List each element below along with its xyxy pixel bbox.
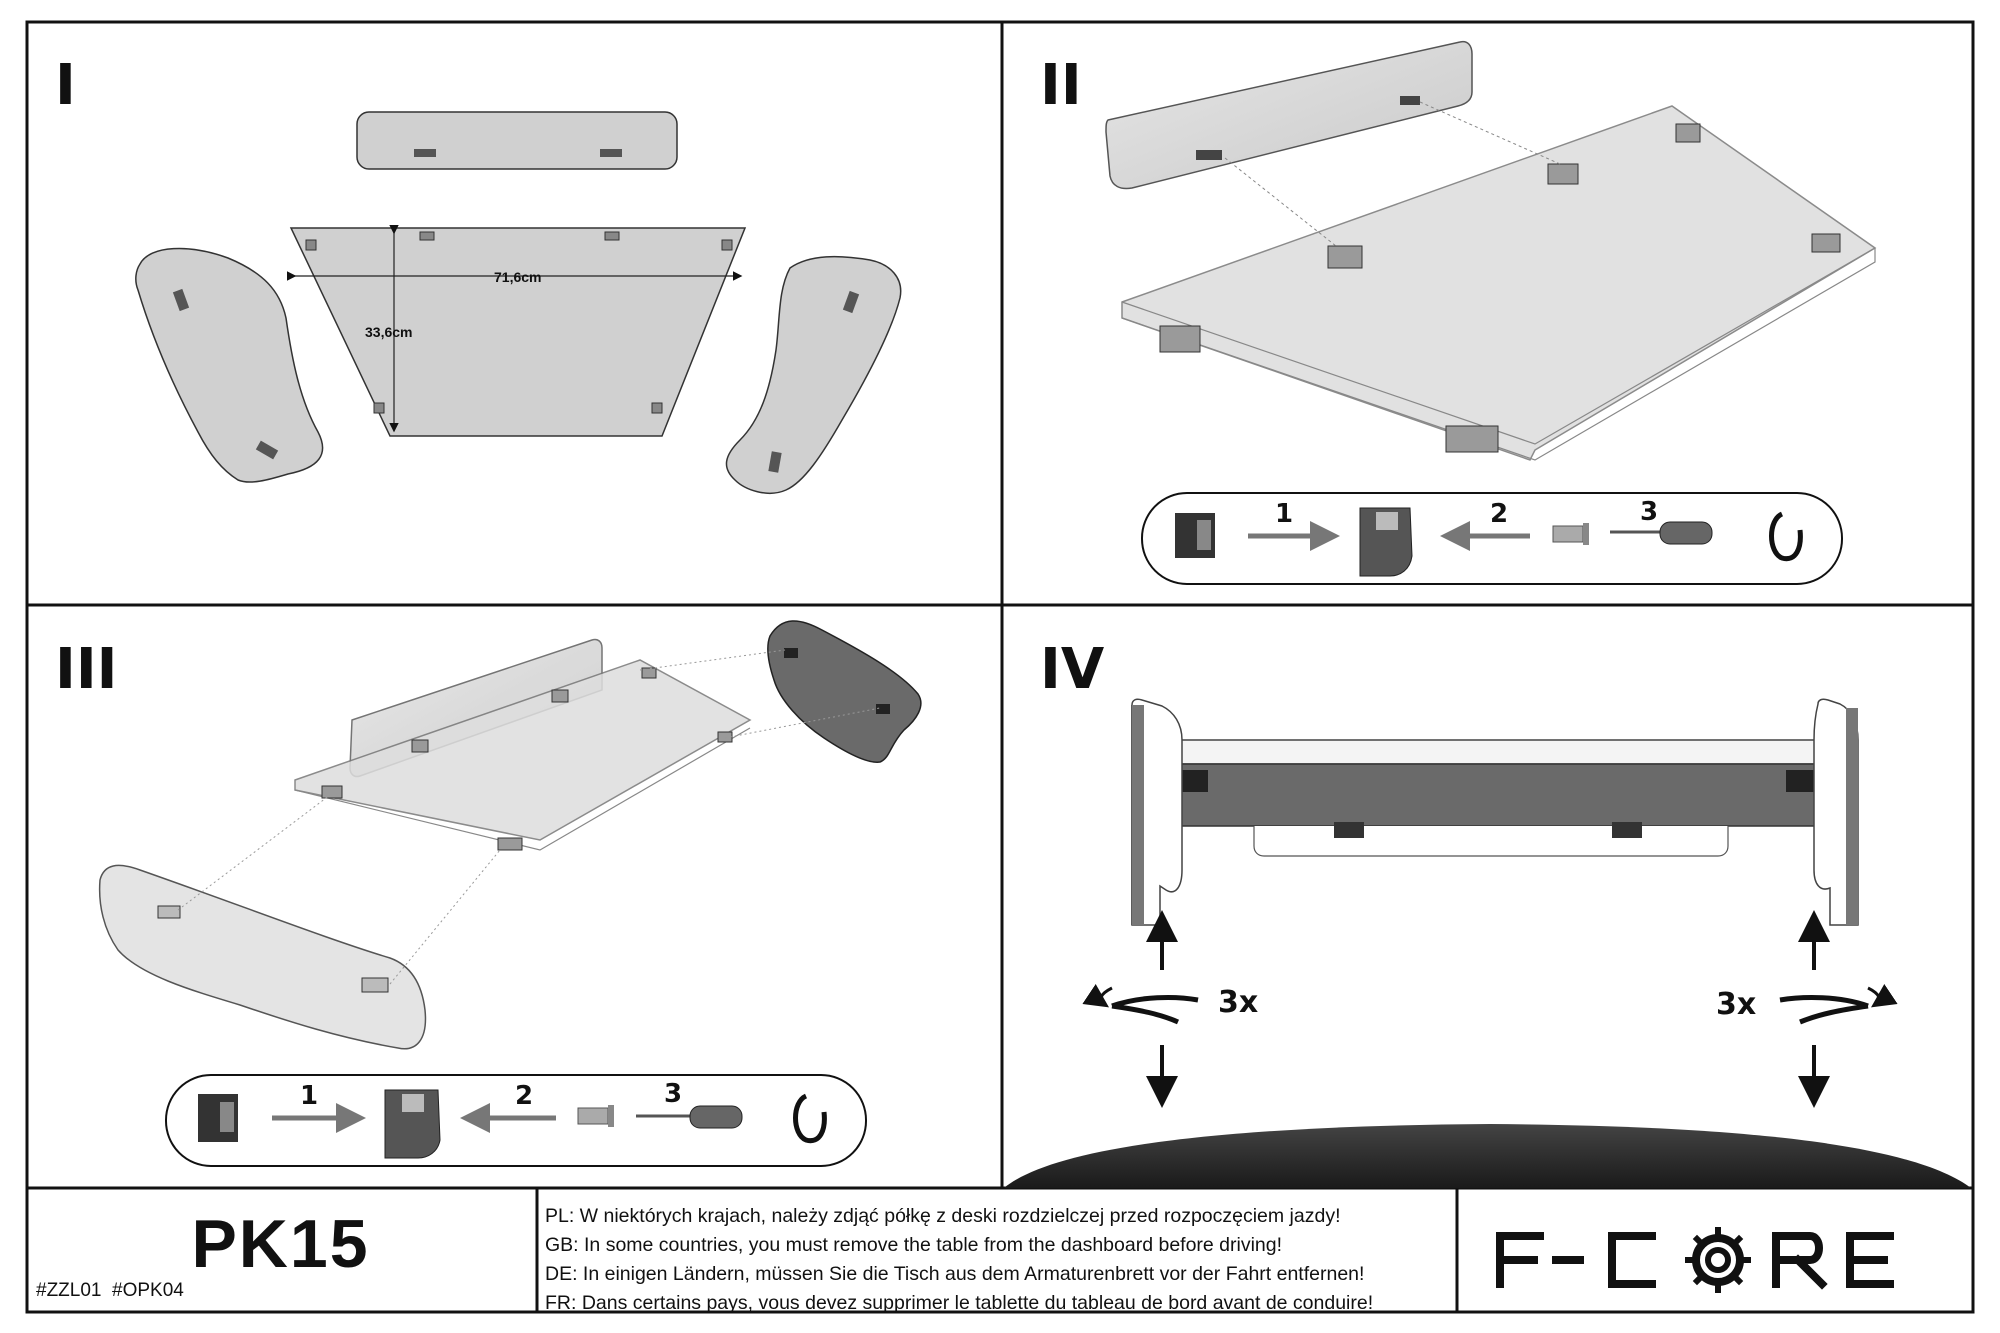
sequence-step-3: 3 xyxy=(1640,497,1658,527)
product-codes: #ZZL01 #OPK04 xyxy=(36,1280,184,1301)
panel-2-sequence: 1 2 3 xyxy=(1141,492,1843,585)
sequence-step-1: 1 xyxy=(1275,499,1293,529)
connector-slot xyxy=(842,290,860,314)
safety-warnings: PL: W niektórych krajach, należy zdjąć p… xyxy=(545,1202,1450,1318)
right-side-panel xyxy=(725,255,902,494)
warning-pl: PL: W niektórych krajach, należy zdjąć p… xyxy=(545,1205,1341,1227)
rotate-strap-icon xyxy=(1779,995,1869,1025)
left-side-panel xyxy=(98,864,427,1050)
connector-slot xyxy=(172,288,190,312)
table-top xyxy=(289,227,747,437)
step-label-2: II xyxy=(1040,53,1082,118)
dashboard-surface xyxy=(1004,1124,1971,1188)
step-label-1: I xyxy=(55,53,76,118)
panel-1-parts: 71,6cm 33,6cm xyxy=(135,111,902,494)
repeat-count-left: 3x xyxy=(1218,985,1258,1020)
table-underside xyxy=(1179,763,1816,827)
right-side-panel xyxy=(767,620,922,763)
bracket-icon xyxy=(384,1089,441,1159)
panel-3-assembly xyxy=(98,620,922,1050)
step-label-3: III xyxy=(55,637,118,702)
warning-fr: FR: Dans certains pays, vous devez suppr… xyxy=(545,1292,1374,1314)
warning-de: DE: In einigen Ländern, müssen Sie die T… xyxy=(545,1263,1365,1285)
screwdriver-icon xyxy=(1610,521,1713,545)
repeat-count-right: 3x xyxy=(1716,987,1756,1022)
panel-2-assembly xyxy=(1105,40,1877,461)
panel-3-sequence: 1 2 3 xyxy=(165,1074,867,1167)
rotate-icon xyxy=(793,1093,827,1144)
f-core-logo-gear-icon xyxy=(1496,1227,1894,1293)
sequence-step-2: 2 xyxy=(515,1081,533,1111)
step-label-4: IV xyxy=(1040,637,1105,702)
panel-4-assembly: 3x 3x xyxy=(1004,698,1971,1188)
connector-slot xyxy=(600,149,622,157)
sequence-step-3: 3 xyxy=(664,1079,682,1109)
left-side-panel xyxy=(135,247,324,483)
width-dimension: 71,6cm xyxy=(494,269,541,285)
connector-slot xyxy=(768,451,782,473)
sequence-step-2: 2 xyxy=(1490,499,1508,529)
rotate-icon xyxy=(1769,511,1803,562)
back-panel-edge xyxy=(1253,826,1729,857)
table-top xyxy=(294,659,752,841)
depth-dimension: 33,6cm xyxy=(365,324,412,340)
rotate-strap-icon xyxy=(1111,995,1199,1025)
bracket-marks xyxy=(321,667,733,851)
sequence-step-1: 1 xyxy=(300,1081,318,1111)
screw-icon xyxy=(577,1105,614,1127)
screwdriver-icon xyxy=(636,1105,743,1129)
left-side-panel xyxy=(1131,698,1183,926)
warning-gb: GB: In some countries, you must remove t… xyxy=(545,1234,1283,1256)
back-panel xyxy=(356,111,678,170)
bracket-icon xyxy=(1359,507,1413,577)
table-top xyxy=(1179,739,1816,765)
screw-icon xyxy=(1552,523,1589,545)
bracket-marks xyxy=(305,231,733,414)
connector-slot xyxy=(414,149,436,157)
connector-slot xyxy=(1400,96,1420,105)
bracket-marks xyxy=(1159,123,1841,453)
connector-slot xyxy=(1196,150,1222,160)
back-panel xyxy=(1105,40,1473,190)
model-number: PK15 xyxy=(191,1206,370,1282)
connector-slot xyxy=(255,440,279,460)
